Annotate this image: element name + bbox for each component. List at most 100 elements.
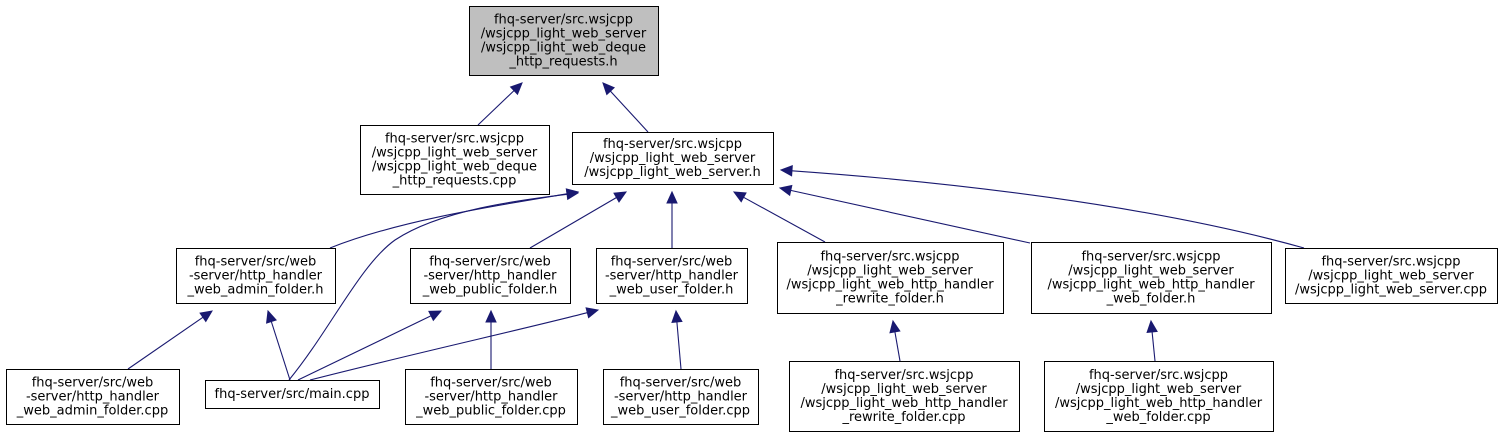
edge-server_cpp-to-server_h	[779, 165, 1305, 249]
edges-layer	[127, 82, 1305, 381]
arrowhead-icon	[428, 310, 443, 322]
edge-line	[329, 193, 568, 249]
edge-line	[791, 170, 1305, 249]
node-label-line: fhq-server/src/web	[611, 255, 733, 270]
edge-line	[127, 316, 204, 370]
arrowhead-icon	[889, 319, 901, 334]
node-deque-cpp[interactable]: fhq-server/src.wsjcpp/wsjcpp_light_web_s…	[360, 125, 550, 195]
node-main-cpp[interactable]: fhq-server/src/main.cpp	[205, 380, 380, 409]
node-label-line: _web_admin_folder.h	[186, 283, 323, 298]
node-rewrite-h[interactable]: fhq-server/src.wsjcpp/wsjcpp_light_web_s…	[777, 242, 1004, 314]
node-box	[1031, 242, 1272, 314]
edge-public_h-to-server_h	[529, 191, 628, 249]
node-public-cpp[interactable]: fhq-server/src/web-server/http_handler_w…	[405, 369, 578, 425]
node-label-line: /wsjcpp_light_web_server.cpp	[1295, 283, 1487, 298]
node-label-line: /wsjcpp_light_web_deque	[481, 41, 646, 56]
node-label-line: fhq-server/src.wsjcpp	[385, 132, 524, 147]
node-label-line: /wsjcpp_light_web_http_handler	[786, 278, 994, 293]
edge-main_cpp-to-user_h	[309, 307, 600, 381]
edge-line	[288, 193, 568, 381]
node-user-h[interactable]: fhq-server/src/web-server/http_handler_w…	[596, 248, 748, 304]
node-label-line: -server/http_handler	[26, 390, 160, 405]
edge-line	[894, 331, 901, 362]
edge-deque_cpp-to-root	[477, 82, 523, 126]
node-rewrite-cpp[interactable]: fhq-server/src.wsjcpp/wsjcpp_light_web_s…	[789, 361, 1020, 432]
node-server-cpp[interactable]: fhq-server/src.wsjcpp/wsjcpp_light_web_s…	[1285, 248, 1498, 304]
node-user-cpp[interactable]: fhq-server/src/web-server/http_handler_w…	[603, 369, 759, 425]
edge-line	[309, 312, 588, 381]
node-admin-cpp[interactable]: fhq-server/src/web-server/http_handler_w…	[6, 369, 180, 425]
node-label-line: _web_admin_folder.cpp	[16, 404, 168, 419]
node-box	[405, 369, 578, 425]
arrowhead-icon	[779, 165, 793, 177]
node-webfolder-cpp[interactable]: fhq-server/src.wsjcpp/wsjcpp_light_web_s…	[1044, 361, 1274, 432]
node-box	[410, 248, 571, 304]
arrowhead-icon	[485, 309, 497, 323]
node-label-line: fhq-server/src/web	[195, 255, 317, 270]
node-label-line: /wsjcpp_light_web_server	[1068, 264, 1234, 279]
node-box	[469, 6, 659, 76]
node-label-line: /wsjcpp_light_web_server	[1308, 269, 1474, 284]
node-label-line: -server/http_handler	[424, 390, 558, 405]
edge-main_cpp-to-admin_h	[266, 309, 291, 381]
node-root: fhq-server/src.wsjcpp/wsjcpp_light_web_s…	[469, 6, 659, 76]
node-label-line: /wsjcpp_light_web_deque	[372, 160, 537, 175]
node-admin-h[interactable]: fhq-server/src/web-server/http_handler_w…	[176, 248, 336, 304]
node-label-line: _web_user_folder.cpp	[610, 404, 750, 419]
arrowhead-icon	[565, 188, 580, 201]
arrowhead-icon	[509, 82, 523, 96]
node-label-line: _rewrite_folder.cpp	[841, 410, 965, 425]
node-label-line: _web_folder.h	[1106, 292, 1196, 307]
node-box	[603, 369, 759, 425]
arrowhead-icon	[613, 191, 628, 203]
node-label-line: /wsjcpp_light_web_http_handler	[1047, 278, 1255, 293]
arrowhead-icon	[732, 191, 747, 203]
node-box	[205, 380, 380, 409]
edge-server_h-to-root	[602, 82, 649, 133]
arrowhead-icon	[199, 310, 213, 323]
node-label-line: fhq-server/src.wsjcpp	[834, 368, 973, 383]
node-label-line: /wsjcpp_light_web_server.h	[584, 165, 761, 180]
node-box	[360, 125, 550, 195]
node-label-line: _web_user_folder.h	[609, 283, 734, 298]
edge-line	[270, 321, 291, 381]
node-label-line: fhq-server/src/main.cpp	[215, 387, 370, 402]
edge-webfolder_h-to-server_h	[778, 184, 1031, 244]
node-label-line: fhq-server/src/web	[32, 376, 154, 391]
nodes-layer: fhq-server/src.wsjcpp/wsjcpp_light_web_s…	[6, 6, 1498, 432]
node-box	[1285, 248, 1498, 304]
edge-line	[477, 90, 515, 126]
edge-line	[790, 189, 1031, 244]
node-box	[176, 248, 336, 304]
edge-line	[297, 315, 432, 381]
arrowhead-icon	[1146, 319, 1158, 333]
edge-rewrite_h-to-server_h	[732, 191, 826, 243]
node-label-line: fhq-server/src.wsjcpp	[494, 13, 633, 28]
node-label-line: -server/http_handler	[423, 269, 557, 284]
node-server-h[interactable]: fhq-server/src.wsjcpp/wsjcpp_light_web_s…	[572, 132, 774, 185]
node-box	[6, 369, 180, 425]
node-box	[777, 242, 1004, 314]
node-label-line: -server/http_handler	[189, 269, 323, 284]
node-public-h[interactable]: fhq-server/src/web-server/http_handler_w…	[410, 248, 571, 304]
edge-webfolder_cpp-to-webfolder_h	[1146, 319, 1158, 362]
node-webfolder-h[interactable]: fhq-server/src.wsjcpp/wsjcpp_light_web_s…	[1031, 242, 1272, 314]
arrowhead-icon	[585, 307, 600, 319]
node-label-line: _web_folder.cpp	[1105, 410, 1210, 425]
edge-user_h-to-server_h	[666, 190, 678, 248]
node-label-line: /wsjcpp_light_web_server	[821, 382, 987, 397]
arrowhead-icon	[666, 190, 678, 204]
node-label-line: fhq-server/src.wsjcpp	[603, 137, 742, 152]
edge-rewrite_cpp-to-rewrite_h	[889, 319, 901, 362]
node-label-line: -server/http_handler	[605, 269, 739, 284]
edge-user_cpp-to-user_h	[671, 309, 683, 370]
node-label-line: /wsjcpp_light_web_http_handler	[800, 396, 1008, 411]
node-label-line: _http_requests.h	[508, 55, 617, 70]
node-box	[1044, 361, 1274, 432]
node-label-line: -server/http_handler	[614, 390, 748, 405]
node-label-line: fhq-server/src/web	[429, 255, 551, 270]
edge-admin_cpp-to-admin_h	[127, 310, 213, 370]
node-label-line: /wsjcpp_light_web_server	[590, 151, 756, 166]
node-label-line: fhq-server/src.wsjcpp	[820, 250, 959, 265]
